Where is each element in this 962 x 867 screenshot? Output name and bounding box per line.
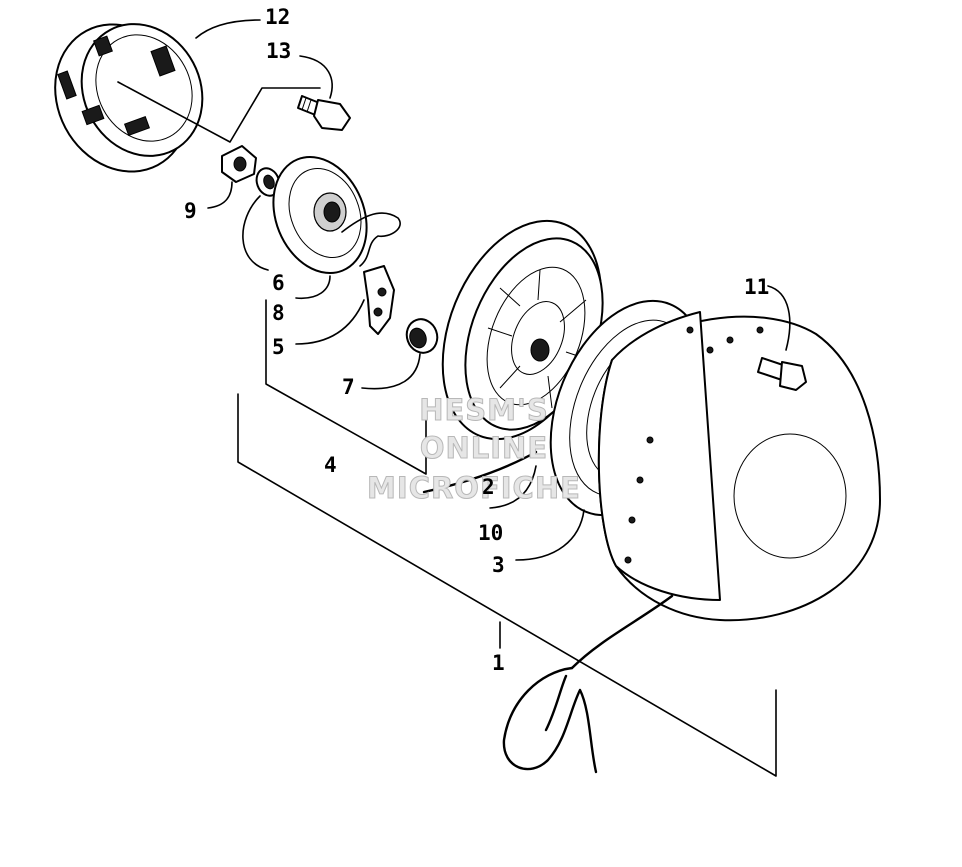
callout-labels: 12 13 9 6 8 5 7 4 11 2 10 3 1 — [184, 5, 769, 675]
assembly-bracket-lines — [237, 299, 777, 777]
bolt-part-13 — [297, 55, 351, 131]
callout-5: 5 — [272, 335, 285, 359]
callout-4: 4 — [324, 453, 337, 477]
watermark-line-1: HESM'S — [419, 393, 549, 427]
watermark-line-3: MICROFICHE — [367, 471, 581, 505]
callout-1: 1 — [492, 651, 505, 675]
pawl-part-5 — [295, 265, 395, 345]
callout-8: 8 — [272, 301, 285, 325]
starter-cup-part-12 — [54, 23, 321, 173]
callout-6: 6 — [272, 271, 285, 295]
screw-part-11 — [757, 285, 807, 391]
watermark-line-2: ONLINE — [420, 431, 548, 465]
starter-housing-part-1 — [502, 311, 881, 774]
callout-11: 11 — [744, 275, 769, 299]
bushing-part-7 — [361, 318, 439, 390]
nut-part-9 — [207, 145, 257, 209]
callout-2: 2 — [482, 475, 495, 499]
reel-part-2 — [422, 219, 604, 509]
callout-3: 3 — [492, 553, 505, 577]
callout-leaders — [195, 19, 501, 649]
callout-13: 13 — [266, 39, 291, 63]
watermark: HESM'S ONLINE MICROFICHE — [367, 393, 581, 506]
friction-plate-part-8 — [272, 155, 401, 300]
callout-10: 10 — [478, 521, 503, 545]
callout-9: 9 — [184, 199, 197, 223]
callout-12: 12 — [265, 5, 290, 29]
callout-7: 7 — [342, 375, 355, 399]
